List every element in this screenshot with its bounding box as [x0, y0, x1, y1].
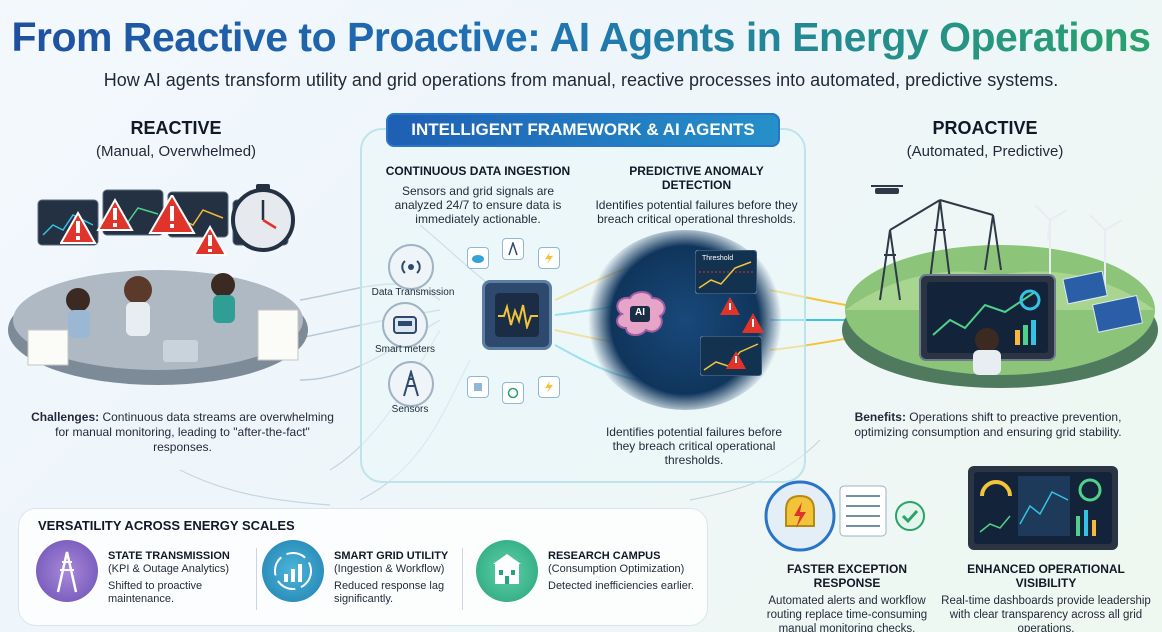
- data-ingestion-text: Sensors and grid signals are analyzed 24…: [394, 184, 562, 226]
- challenges-label: Challenges:: [31, 410, 100, 424]
- card-subtitle: (KPI & Outage Analytics): [108, 563, 230, 575]
- ai-label: AI: [635, 307, 645, 318]
- tower-icon: [502, 238, 524, 260]
- transmission-tower-icon: [36, 540, 98, 602]
- anomaly-alerts: [720, 297, 764, 369]
- card-subtitle: (Consumption Optimization): [548, 563, 685, 575]
- data-ingestion-section: CONTINUOUS DATA INGESTION Sensors and gr…: [378, 164, 578, 226]
- anomaly-detection-repeat-text: Identifies potential failures before the…: [605, 425, 783, 467]
- benefits-label: Benefits:: [854, 410, 906, 424]
- dashboard-monitor-illustration: [968, 466, 1118, 550]
- versatility-title: VERSATILITY ACROSS ENERGY SCALES: [38, 518, 295, 533]
- card-text: Detected inefficiencies earlier.: [548, 580, 694, 592]
- divider: [462, 548, 463, 610]
- smart-meter-icon: [382, 302, 428, 348]
- smart-grid-utility-card: SMART GRID UTILITY (Ingestion & Workflow…: [262, 540, 462, 616]
- warning-triangle-icon: [742, 313, 764, 333]
- alert-triangle-icon: [60, 210, 97, 244]
- sensor-tower-icon: [388, 361, 434, 407]
- threshold-chart-card: [695, 250, 757, 294]
- data-transmission-label: Data Transmission: [371, 287, 455, 298]
- feature-text: Automated alerts and workflow routing re…: [766, 595, 928, 632]
- data-transmission-icon: [388, 244, 434, 290]
- smart-meters-label: Smart meters: [374, 344, 435, 355]
- reactive-title: REACTIVE: [130, 118, 222, 138]
- alert-icons: [60, 195, 228, 256]
- cloud-icon: [467, 247, 489, 269]
- sensors-label: Sensors: [391, 404, 429, 415]
- feature-title: ENHANCED OPERATIONAL VISIBILITY: [967, 562, 1125, 590]
- exception-response-illustration: [764, 480, 925, 552]
- proactive-subtitle: (Automated, Predictive): [906, 143, 1064, 160]
- warning-triangle-icon: [720, 297, 740, 315]
- framework-banner: INTELLIGENT FRAMEWORK & AI AGENTS: [386, 113, 780, 147]
- processor-chip-icon: [482, 280, 552, 350]
- reactive-subtitle: (Manual, Overwhelmed): [95, 143, 257, 160]
- card-title: STATE TRANSMISSION: [108, 550, 230, 562]
- state-transmission-text: STATE TRANSMISSION (KPI & Outage Analyti…: [108, 550, 243, 606]
- drone-icon: [871, 185, 903, 194]
- reactive-header: REACTIVE (Manual, Overwhelmed): [66, 118, 286, 160]
- card-title: SMART GRID UTILITY: [334, 550, 449, 562]
- versatility-panel: [18, 508, 708, 626]
- proactive-grid-illustration: [842, 185, 1158, 388]
- page-title: From Reactive to Proactive: AI Agents in…: [0, 14, 1162, 61]
- smart-grid-utility-text: SMART GRID UTILITY (Ingestion & Workflow…: [334, 550, 469, 606]
- enhanced-operational-visibility: ENHANCED OPERATIONAL VISIBILITY Real-tim…: [940, 562, 1152, 632]
- alert-triangle-icon: [192, 224, 228, 256]
- feature-title: FASTER EXCEPTION RESPONSE: [786, 562, 908, 590]
- anomaly-detection-title: PREDICTIVE ANOMALY DETECTION: [629, 164, 764, 192]
- challenges-text: Challenges: Continuous data streams are …: [30, 410, 335, 455]
- gauge-icon: [502, 382, 524, 404]
- card-text: Reduced response lag significantly.: [334, 580, 445, 605]
- reactive-control-room-illustration: [8, 184, 308, 385]
- research-campus-card: RESEARCH CAMPUS (Consumption Optimizatio…: [476, 540, 701, 616]
- faster-exception-response: FASTER EXCEPTION RESPONSE Automated aler…: [752, 562, 942, 632]
- benefits-text: Benefits: Operations shift to preactive …: [838, 410, 1138, 440]
- ai-brain-icon: [616, 291, 666, 336]
- challenges-body: Continuous data streams are overwhelming…: [55, 410, 334, 454]
- anomaly-detection-text: Identifies potential failures before the…: [595, 198, 798, 226]
- benefits-body: Operations shift to preactive prevention…: [854, 410, 1122, 439]
- lightning-icon: [538, 376, 560, 398]
- state-transmission-card: STATE TRANSMISSION (KPI & Outage Analyti…: [36, 540, 251, 616]
- card-title: RESEARCH CAMPUS: [548, 550, 661, 562]
- proactive-title: PROACTIVE: [932, 118, 1038, 138]
- divider: [256, 548, 257, 610]
- campus-building-icon: [476, 540, 538, 602]
- alert-triangle-icon: [148, 195, 196, 234]
- card-text: Shifted to proactive maintenance.: [108, 580, 203, 605]
- feature-text: Real-time dashboards provide leadership …: [941, 595, 1151, 632]
- growth-chart-icon: [262, 540, 324, 602]
- proactive-header: PROACTIVE (Automated, Predictive): [875, 118, 1095, 160]
- card-subtitle: (Ingestion & Workflow): [334, 563, 445, 575]
- alert-triangle-icon: [96, 197, 134, 231]
- warning-triangle-icon: [726, 351, 746, 369]
- anomaly-detection-repeat: Identifies potential failures before the…: [594, 425, 794, 467]
- threshold-label: Threshold: [702, 255, 734, 262]
- anomaly-detection-section: PREDICTIVE ANOMALY DETECTION Identifies …: [594, 164, 799, 226]
- research-campus-text: RESEARCH CAMPUS (Consumption Optimizatio…: [548, 550, 698, 593]
- page-subtitle: How AI agents transform utility and grid…: [103, 70, 1059, 90]
- data-ingestion-title: CONTINUOUS DATA INGESTION: [385, 164, 571, 178]
- lightning-tower-icon: [538, 247, 560, 269]
- meter-icon: [467, 376, 489, 398]
